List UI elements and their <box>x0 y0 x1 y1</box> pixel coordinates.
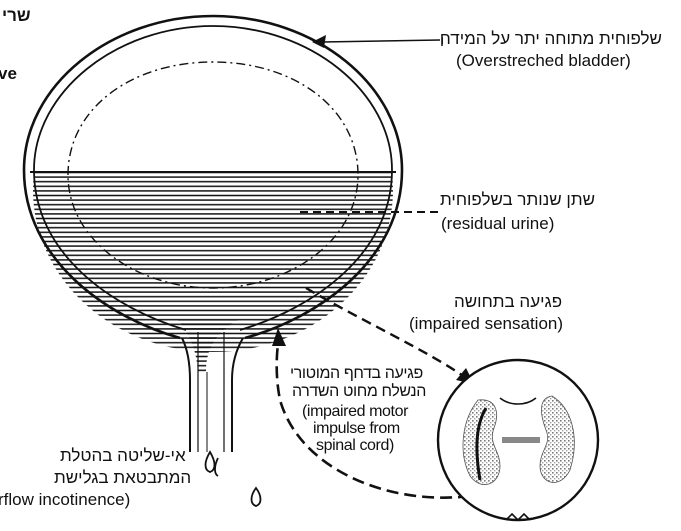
sensation-label-en: (impaired sensation) <box>409 314 563 334</box>
sensation-label-he: פגיעה בתחושה <box>454 292 562 312</box>
motor-label-en-2: impulse from <box>313 421 400 437</box>
overflow-label-he-1: אי-שליטה בהטלת <box>60 446 186 466</box>
motor-label-en-3: spinal cord) <box>316 438 394 454</box>
overflow-label-he-2: המתבטאת בגלישת <box>54 468 191 488</box>
edge-text-mid: ve <box>0 64 17 84</box>
motor-label-he-2: הנשלח מחוט השדרה <box>292 384 426 400</box>
urine-label-he: שתן שנותר בשלפוחית <box>440 190 595 210</box>
motor-label-en-1: (impaired motor <box>302 404 408 420</box>
urine-drips <box>206 452 261 506</box>
bladder-pointer <box>312 35 440 48</box>
urine-label-en: (residual urine) <box>441 214 554 234</box>
bladder-label-he: שלפוחית מתוחה יתר על המידה <box>440 29 662 49</box>
overflow-label-en: rflow incotinence) <box>0 490 130 510</box>
motor-label-he-1: פגיעה בדחף המוטורי <box>290 366 423 382</box>
spinal-cord <box>438 360 598 520</box>
bladder-label-en: (Overstreched bladder) <box>456 51 631 71</box>
edge-text-top: שרי <box>2 6 31 26</box>
